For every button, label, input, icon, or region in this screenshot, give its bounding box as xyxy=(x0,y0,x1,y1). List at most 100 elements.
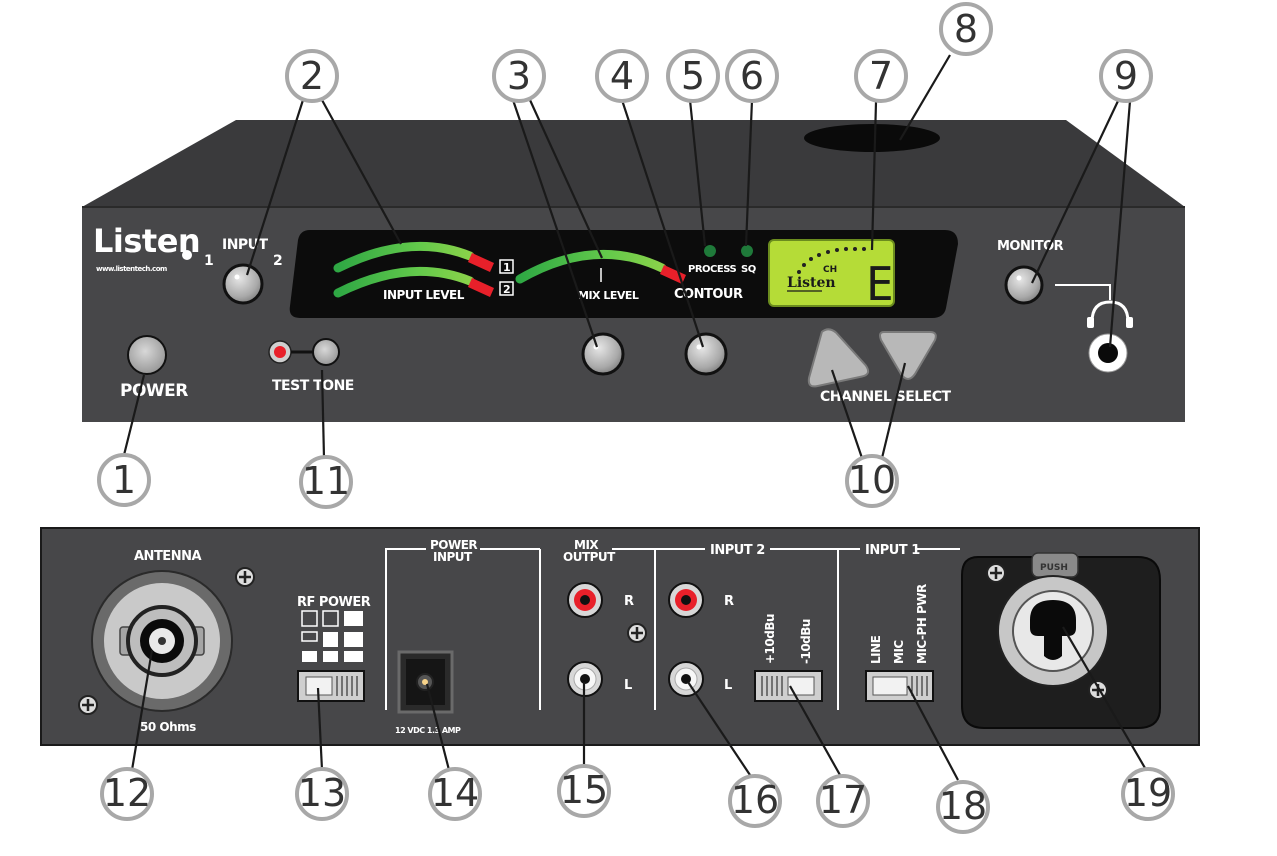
callout-16-number: 16 xyxy=(731,778,779,822)
power-input-label-2: INPUT xyxy=(433,550,473,564)
leader-lines xyxy=(122,54,1146,781)
callout-14-number: 14 xyxy=(431,771,479,815)
mix-output-label-2: OUTPUT xyxy=(563,550,616,564)
callout-4-number: 4 xyxy=(610,54,634,98)
callout-9-number: 9 xyxy=(1114,54,1138,98)
antenna-slot xyxy=(804,124,940,152)
contour-label: CONTOUR xyxy=(674,287,743,302)
callout-15: 15 xyxy=(557,764,611,818)
channel-up-button[interactable] xyxy=(879,331,937,380)
channel-lcd xyxy=(768,239,895,307)
input2-r-label: R xyxy=(724,594,734,609)
input-meter-1-peak xyxy=(468,253,494,272)
input-2-label: 2 xyxy=(273,253,282,269)
mix-output-label-1: MIX xyxy=(574,538,599,552)
monitor-knob[interactable] xyxy=(1004,265,1044,305)
callout-8: 8 xyxy=(939,2,993,56)
line-label: LINE xyxy=(869,635,883,664)
logo-dot xyxy=(182,250,192,260)
input2-r-jack[interactable] xyxy=(668,582,704,618)
mix-meter-peak xyxy=(660,265,686,284)
callout-13-number: 13 xyxy=(298,771,346,815)
callout-7: 7 xyxy=(854,49,908,103)
callout-19-number: 19 xyxy=(1124,771,1172,815)
monitor-label: MONITOR xyxy=(997,239,1064,254)
input-1-label: 1 xyxy=(204,253,213,269)
input2-label: INPUT 2 xyxy=(710,543,765,558)
xlr-push-label: PUSH xyxy=(1040,563,1068,573)
input-meter-2-peak xyxy=(468,278,494,297)
lcd-dots xyxy=(797,247,866,274)
callout-17: 17 xyxy=(816,774,870,828)
callout-9: 9 xyxy=(1099,49,1153,103)
mix-level-knob[interactable] xyxy=(581,332,625,376)
lcd-ch-label: CH xyxy=(823,265,837,275)
rf-power-label: RF POWER xyxy=(297,595,371,610)
input-meter-1 xyxy=(333,241,475,273)
callout-10-number: 10 xyxy=(848,458,896,502)
plus10-label: +10dBu xyxy=(763,614,777,664)
power-spec-label: 12 VDC 1.3 AMP xyxy=(395,726,461,735)
power-input-label-1: POWER xyxy=(430,538,477,552)
lcd-channel-value: E xyxy=(866,257,894,311)
mix-r-label: R xyxy=(624,594,634,609)
callout-19: 19 xyxy=(1121,767,1175,821)
callout-17-number: 17 xyxy=(819,778,867,822)
callout-12: 12 xyxy=(100,767,154,821)
mix-level-label: MIX LEVEL xyxy=(578,289,639,302)
mic-label: MIC xyxy=(892,640,906,664)
callout-12-number: 12 xyxy=(103,771,151,815)
antenna-label: ANTENNA xyxy=(134,549,201,564)
antenna-ohms: 50 Ohms xyxy=(140,720,196,734)
test-tone-button[interactable] xyxy=(312,338,340,366)
channel-select-label: CHANNEL SELECT xyxy=(820,389,952,405)
callout-11: 11 xyxy=(299,455,353,509)
callout-18-number: 18 xyxy=(939,784,987,828)
callout-15-number: 15 xyxy=(560,768,608,812)
input2-l-label: L xyxy=(724,678,732,693)
power-button[interactable] xyxy=(127,335,167,375)
input-level-label: INPUT LEVEL xyxy=(383,288,465,302)
mix-output-r-jack[interactable] xyxy=(567,582,603,618)
input-select-knob[interactable] xyxy=(222,263,264,305)
callout-18: 18 xyxy=(936,780,990,834)
input2-l-jack[interactable] xyxy=(668,661,704,697)
callout-11-number: 11 xyxy=(302,459,350,503)
meter-ch2-label: 2 xyxy=(503,283,510,296)
power-label: POWER xyxy=(120,381,188,401)
callout-10: 10 xyxy=(845,454,899,508)
process-led xyxy=(704,245,716,257)
callout-14: 14 xyxy=(428,767,482,821)
sq-led xyxy=(741,245,753,257)
monitor-knob-indicator xyxy=(1016,275,1022,281)
input-meter-2 xyxy=(333,266,475,298)
sq-label: SQ xyxy=(741,264,756,275)
brand-url: www.listentech.com xyxy=(96,265,167,273)
mix-l-label: L xyxy=(624,678,632,693)
callout-1: 1 xyxy=(97,453,151,507)
callout-7-number: 7 xyxy=(869,54,893,98)
callout-5-number: 5 xyxy=(681,54,705,98)
callout-3-number: 3 xyxy=(507,54,531,98)
rear-unit: ANTENNA 50 Ohms RF POWER xyxy=(40,527,1200,746)
test-tone-label: TEST TONE xyxy=(272,378,354,394)
headphone-icon xyxy=(1090,300,1130,323)
section-dividers xyxy=(385,548,960,710)
callout-5: 5 xyxy=(666,49,720,103)
callout-13: 13 xyxy=(295,767,349,821)
channel-down-button[interactable] xyxy=(799,323,870,388)
rf-power-level-grid xyxy=(301,610,363,662)
process-label: PROCESS xyxy=(688,264,736,275)
callout-16: 16 xyxy=(728,774,782,828)
input-knob-indicator xyxy=(234,274,240,280)
callout-4: 4 xyxy=(595,49,649,103)
callout-3: 3 xyxy=(492,49,546,103)
front-unit: Listen www.listentech.com INPUT 1 2 1 2 … xyxy=(82,120,1185,422)
callout-1-number: 1 xyxy=(112,458,136,502)
callout-2-number: 2 xyxy=(300,54,324,98)
input-label: INPUT xyxy=(222,237,269,253)
callout-8-number: 8 xyxy=(954,7,978,51)
minus10-label: -10dBu xyxy=(799,619,813,664)
lcd-brand: Listen xyxy=(787,275,836,291)
contour-knob[interactable] xyxy=(684,332,728,376)
